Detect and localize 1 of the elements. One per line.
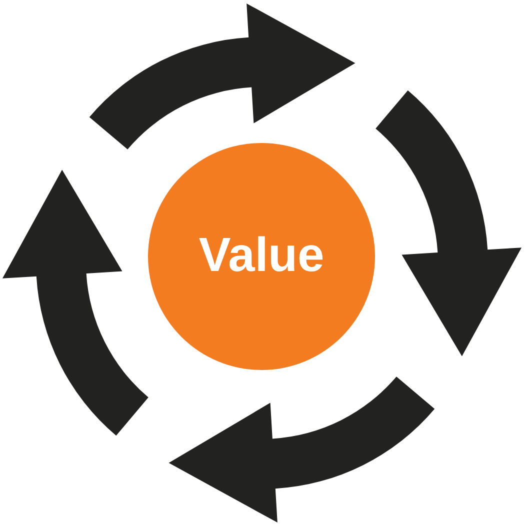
circle-label: Value (198, 230, 324, 282)
